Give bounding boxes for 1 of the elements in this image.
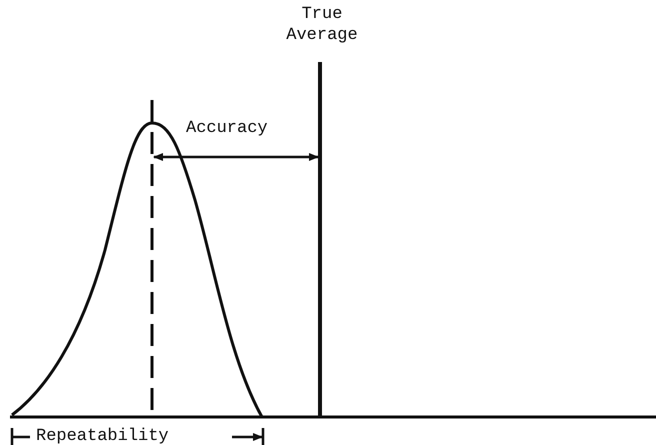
dimension-label: Repeatability bbox=[36, 426, 169, 445]
